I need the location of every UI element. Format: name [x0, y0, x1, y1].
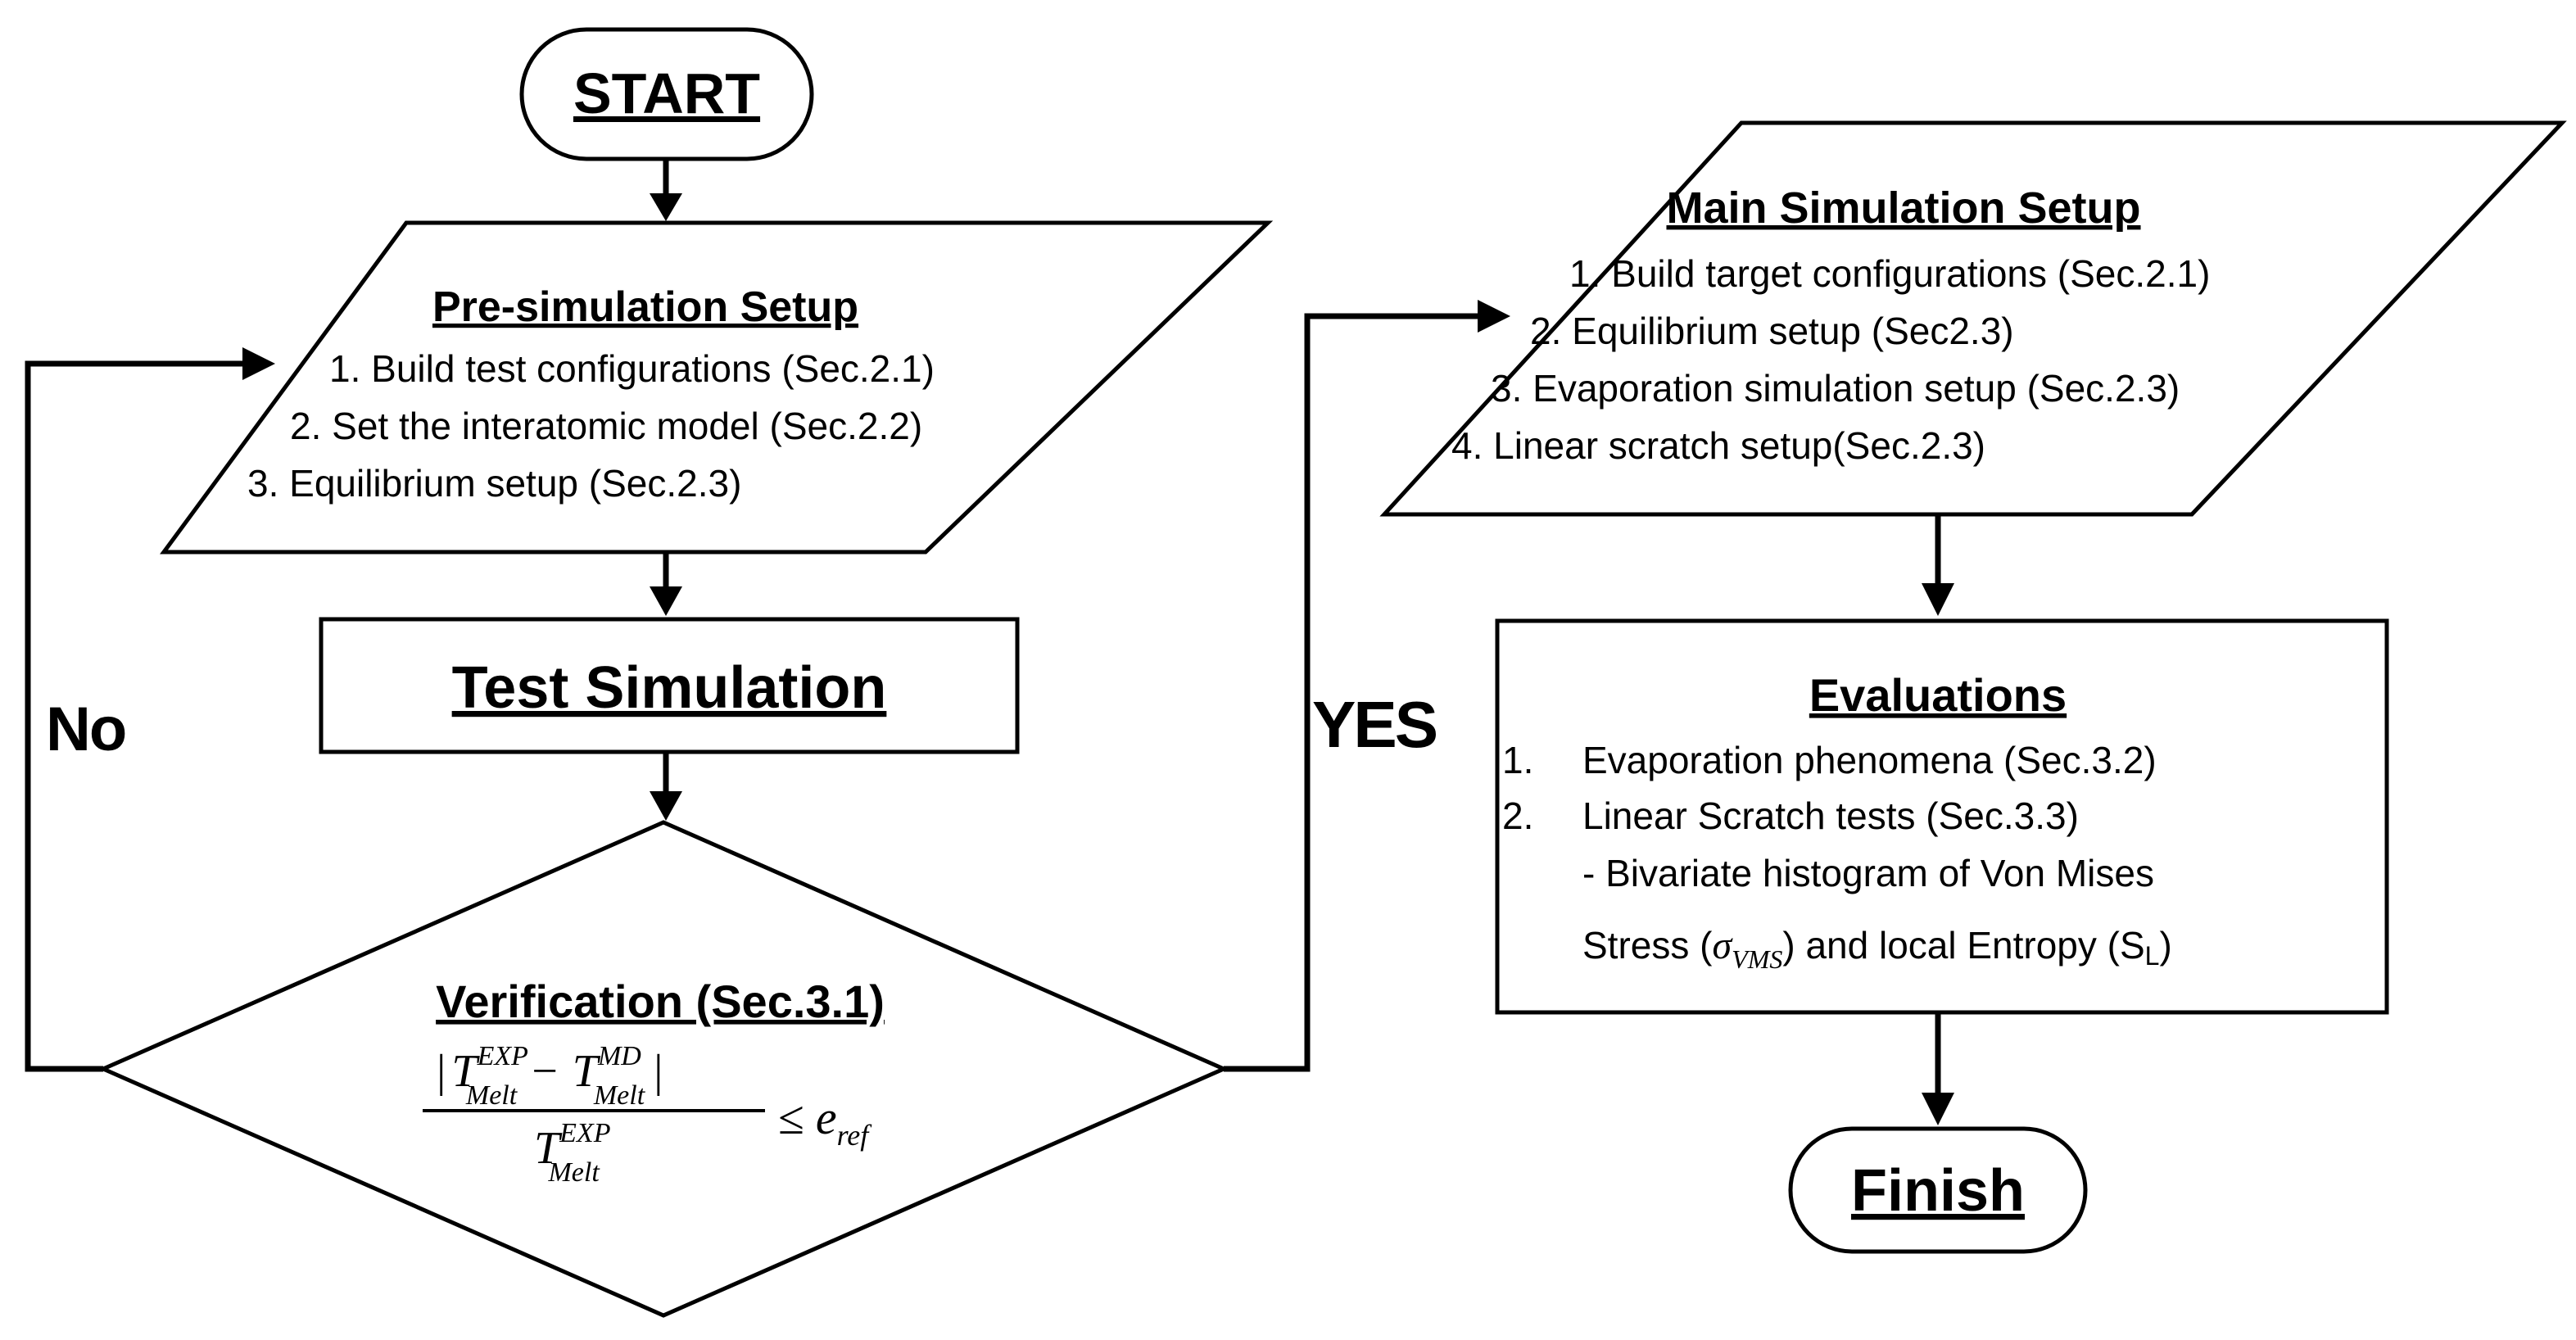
test-simulation-node: Test Simulation	[319, 617, 1020, 754]
arrowhead-icon	[650, 193, 682, 221]
no-branch-label: No	[46, 695, 125, 764]
pre-simulation-item-2: 2. Set the interatomic model (Sec.2.2)	[290, 405, 922, 447]
main-simulation-item-4: 4. Linear scratch setup(Sec.2.3)	[1451, 424, 1985, 467]
arrowhead-icon	[1922, 1093, 1954, 1125]
main-simulation-item-1: 1. Build target configurations (Sec.2.1)	[1569, 252, 2210, 295]
test-simulation-label: Test Simulation	[452, 655, 887, 721]
pre-simulation-item-3: 3. Equilibrium setup (Sec.2.3)	[247, 462, 741, 505]
evaluations-item-2-text: Linear Scratch tests (Sec.3.3)	[1582, 794, 2079, 837]
pre-simulation-title: Pre-simulation Setup	[432, 283, 858, 331]
connectors	[25, 159, 1954, 1125]
yes-branch-label: YES	[1312, 688, 1437, 761]
evaluations-item-1-number: 1.	[1502, 739, 1533, 781]
finish-label: Finish	[1851, 1158, 2025, 1224]
main-simulation-item-3: 3. Evaporation simulation setup (Sec.2.3…	[1491, 367, 2180, 410]
evaluations-item-2-number: 2.	[1502, 794, 1533, 837]
main-simulation-title: Main Simulation Setup	[1666, 183, 2140, 233]
arrow-yes-path	[1224, 313, 1481, 1072]
finish-node: Finish	[1788, 1126, 2088, 1254]
arrowhead-icon	[1922, 583, 1954, 616]
main-simulation-setup-node: Main Simulation Setup 1. Build target co…	[1379, 120, 2567, 517]
start-label: START	[573, 61, 760, 125]
verification-title: Verification (Sec.3.1)	[436, 976, 885, 1027]
main-simulation-item-2: 2. Equilibrium setup (Sec2.3)	[1530, 310, 2014, 352]
pre-simulation-setup-node: Pre-simulation Setup 1. Build test confi…	[160, 220, 1274, 555]
evaluations-item-2-sub-line-1: - Bivariate histogram of Von Mises	[1582, 852, 2154, 894]
pre-simulation-item-1: 1. Build test configurations (Sec.2.1)	[329, 347, 935, 390]
evaluations-item-2-sub-line-2: Stress (σVMS) and local Entropy (SL)	[1582, 924, 2172, 974]
formula-threshold: ≤eref	[778, 1091, 872, 1152]
start-node: START	[519, 27, 814, 161]
evaluations-title: Evaluations	[1809, 669, 2067, 721]
arrow-no-loop	[25, 360, 246, 1072]
arrowhead-icon	[1478, 300, 1510, 333]
arrowhead-icon	[650, 791, 682, 821]
evaluations-item-1-text: Evaporation phenomena (Sec.3.2)	[1582, 739, 2157, 781]
evaluations-node: Evaluations 1. Evaporation phenomena (Se…	[1495, 618, 2389, 1015]
arrowhead-icon	[242, 347, 275, 380]
arrowhead-icon	[650, 586, 682, 616]
